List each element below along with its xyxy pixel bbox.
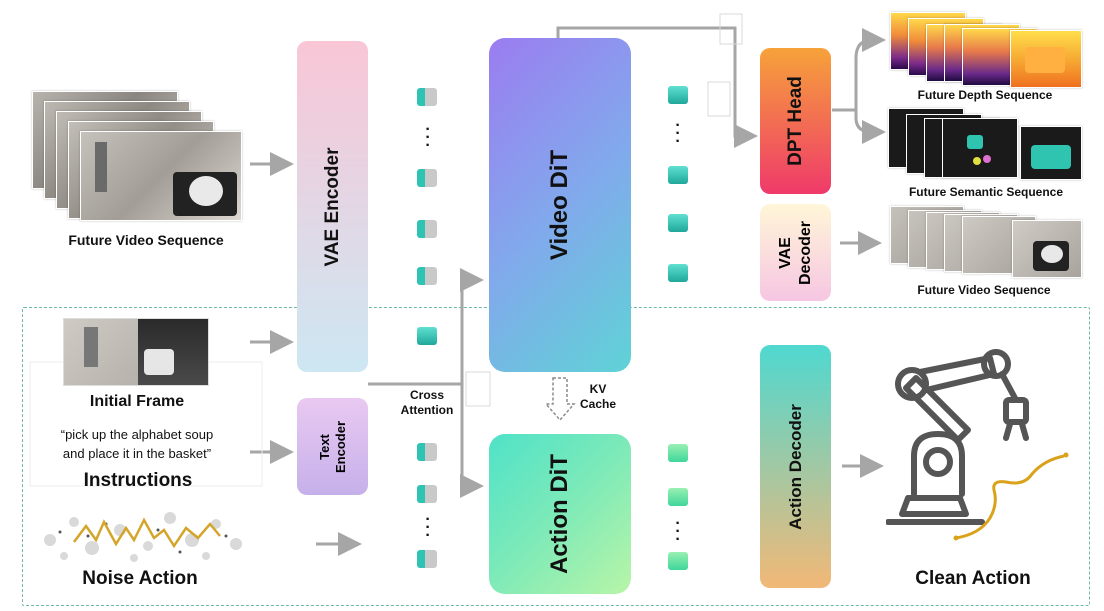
- vae-decoder-block: VAE Decoder: [760, 204, 831, 301]
- ellipsis: ···: [425, 511, 431, 544]
- text-encoder-line-1: Text: [316, 433, 332, 460]
- latent-token: [417, 169, 437, 187]
- action-dit-label: Action DiT: [546, 454, 573, 574]
- future-video-label-right: Future Video Sequence: [917, 283, 1051, 297]
- vae-decoder-line-2: Decoder: [796, 220, 814, 285]
- action-decoder-label: Action Decoder: [785, 403, 805, 530]
- video-output-token: [668, 264, 688, 282]
- future-semantic-label: Future Semantic Sequence: [908, 185, 1064, 199]
- video-output-token: [668, 166, 688, 184]
- action-output-token: [668, 488, 688, 506]
- video-output-token: [668, 214, 688, 232]
- kv-cache-line-2: Cache: [579, 397, 617, 411]
- video-dit-label: Video DiT: [546, 149, 573, 261]
- future-depth-label: Future Depth Sequence: [917, 88, 1053, 102]
- kv-cache-line-1: KV: [589, 382, 607, 396]
- instruction-line-2: and place it in the basket”: [62, 446, 212, 461]
- vae-encoder-label: VAE Encoder: [321, 147, 343, 266]
- action-output-token: [668, 444, 688, 462]
- future-video-label-left: Future Video Sequence: [68, 232, 224, 248]
- text-encoder-line-2: Encoder: [332, 420, 348, 473]
- instructions-label: Instructions: [83, 470, 193, 491]
- instruction-line-1: “pick up the alphabet soup: [60, 427, 214, 442]
- arrow-dpt-to-semantic: [854, 110, 886, 144]
- arrow-video-to-dpt: [556, 26, 758, 148]
- cross-attention-label: Cross Attention: [390, 388, 464, 418]
- dpt-head-block: DPT Head: [760, 48, 831, 194]
- ellipsis: ···: [425, 121, 431, 154]
- latent-token: [417, 88, 437, 106]
- arrow-cross-attn-video: [368, 268, 484, 386]
- video-dit-block: Video DiT: [489, 38, 631, 372]
- vae-decoder-label: VAE Decoder: [776, 220, 816, 284]
- vae-decoder-line-1: VAE: [776, 236, 794, 269]
- robot-arm-icon: [886, 349, 1029, 525]
- kv-cache-label: KV Cache: [578, 382, 618, 412]
- text-encoder-label: Text Encoder: [317, 420, 349, 472]
- trajectory-curve-icon: [953, 452, 1069, 541]
- latent-token: [417, 327, 437, 345]
- clean-action-label: Clean Action: [915, 568, 1031, 589]
- noise-action-label: Noise Action: [82, 568, 198, 589]
- video-output-token: [668, 86, 688, 104]
- cross-attention-line-2: Attention: [400, 403, 454, 417]
- action-decoder-block: Action Decoder: [760, 345, 831, 588]
- latent-token: [417, 267, 437, 285]
- instruction-text: “pick up the alphabet soup and place it …: [30, 425, 244, 463]
- cross-attention-line-1: Cross: [409, 388, 444, 402]
- ellipsis: ···: [675, 515, 681, 548]
- latent-token: [417, 220, 437, 238]
- noise-token: [417, 550, 437, 568]
- arrow-dpt-to-depth: [832, 28, 886, 112]
- initial-frame-label: Initial Frame: [89, 393, 185, 410]
- text-encoder-block: Text Encoder: [297, 398, 368, 495]
- vae-encoder-block: VAE Encoder: [297, 41, 368, 372]
- action-dit-block: Action DiT: [489, 434, 631, 594]
- initial-frame-image: [63, 318, 209, 386]
- action-output-token: [668, 552, 688, 570]
- noise-scatter-icon: [44, 512, 242, 562]
- noise-token: [417, 443, 437, 461]
- kv-cache-arrow: [544, 377, 576, 422]
- arrow-cross-attn-action: [460, 384, 484, 498]
- ellipsis: ···: [675, 117, 681, 150]
- noise-token: [417, 485, 437, 503]
- dpt-head-label: DPT Head: [784, 76, 806, 166]
